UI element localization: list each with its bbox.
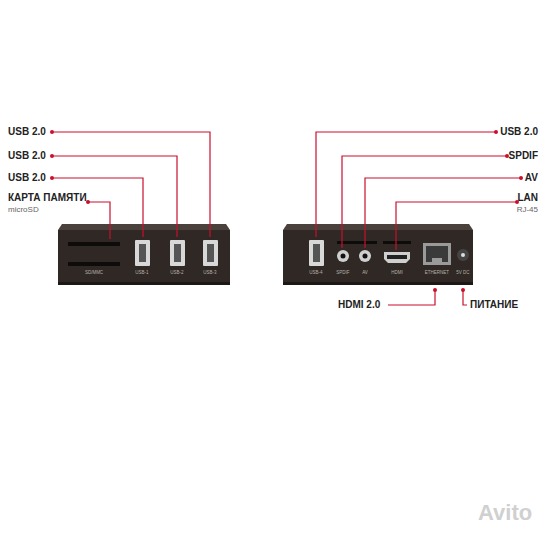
- port-label: USB-3: [203, 270, 216, 275]
- leader-dots: [50, 130, 523, 292]
- port-label: SPDIF: [336, 270, 349, 275]
- callout-sublabel: microSD: [8, 205, 39, 214]
- callout-label: КАРТА ПАМЯТИ: [8, 192, 87, 204]
- callout-label: LAN: [517, 192, 538, 204]
- watermark: Avito: [478, 500, 532, 525]
- callout-sublabel: RJ-45: [517, 205, 538, 214]
- leader-lines: [52, 132, 521, 305]
- callout-label: USB 2.0: [8, 172, 46, 184]
- port-label: HDMI: [391, 270, 403, 275]
- callout-label: SPDIF: [509, 150, 538, 162]
- callout-label: AV: [525, 172, 538, 184]
- callout-label: HDMI 2.0: [338, 299, 380, 311]
- front-panel: [58, 224, 230, 285]
- callout-label: USB 2.0: [500, 126, 538, 138]
- back-panel: [283, 224, 473, 285]
- port-label: 5V DC: [456, 270, 469, 275]
- callout-label: USB 2.0: [8, 150, 46, 162]
- port-label: USB-2: [170, 270, 183, 275]
- callout-label: USB 2.0: [8, 126, 46, 138]
- port-label: ETHERNET: [425, 270, 449, 275]
- callout-label: ПИТАНИЕ: [470, 299, 518, 311]
- port-label: SD/MMC: [85, 270, 103, 275]
- port-label: USB-1: [135, 270, 148, 275]
- port-label: AV: [362, 270, 368, 275]
- port-label: USB-4: [309, 270, 322, 275]
